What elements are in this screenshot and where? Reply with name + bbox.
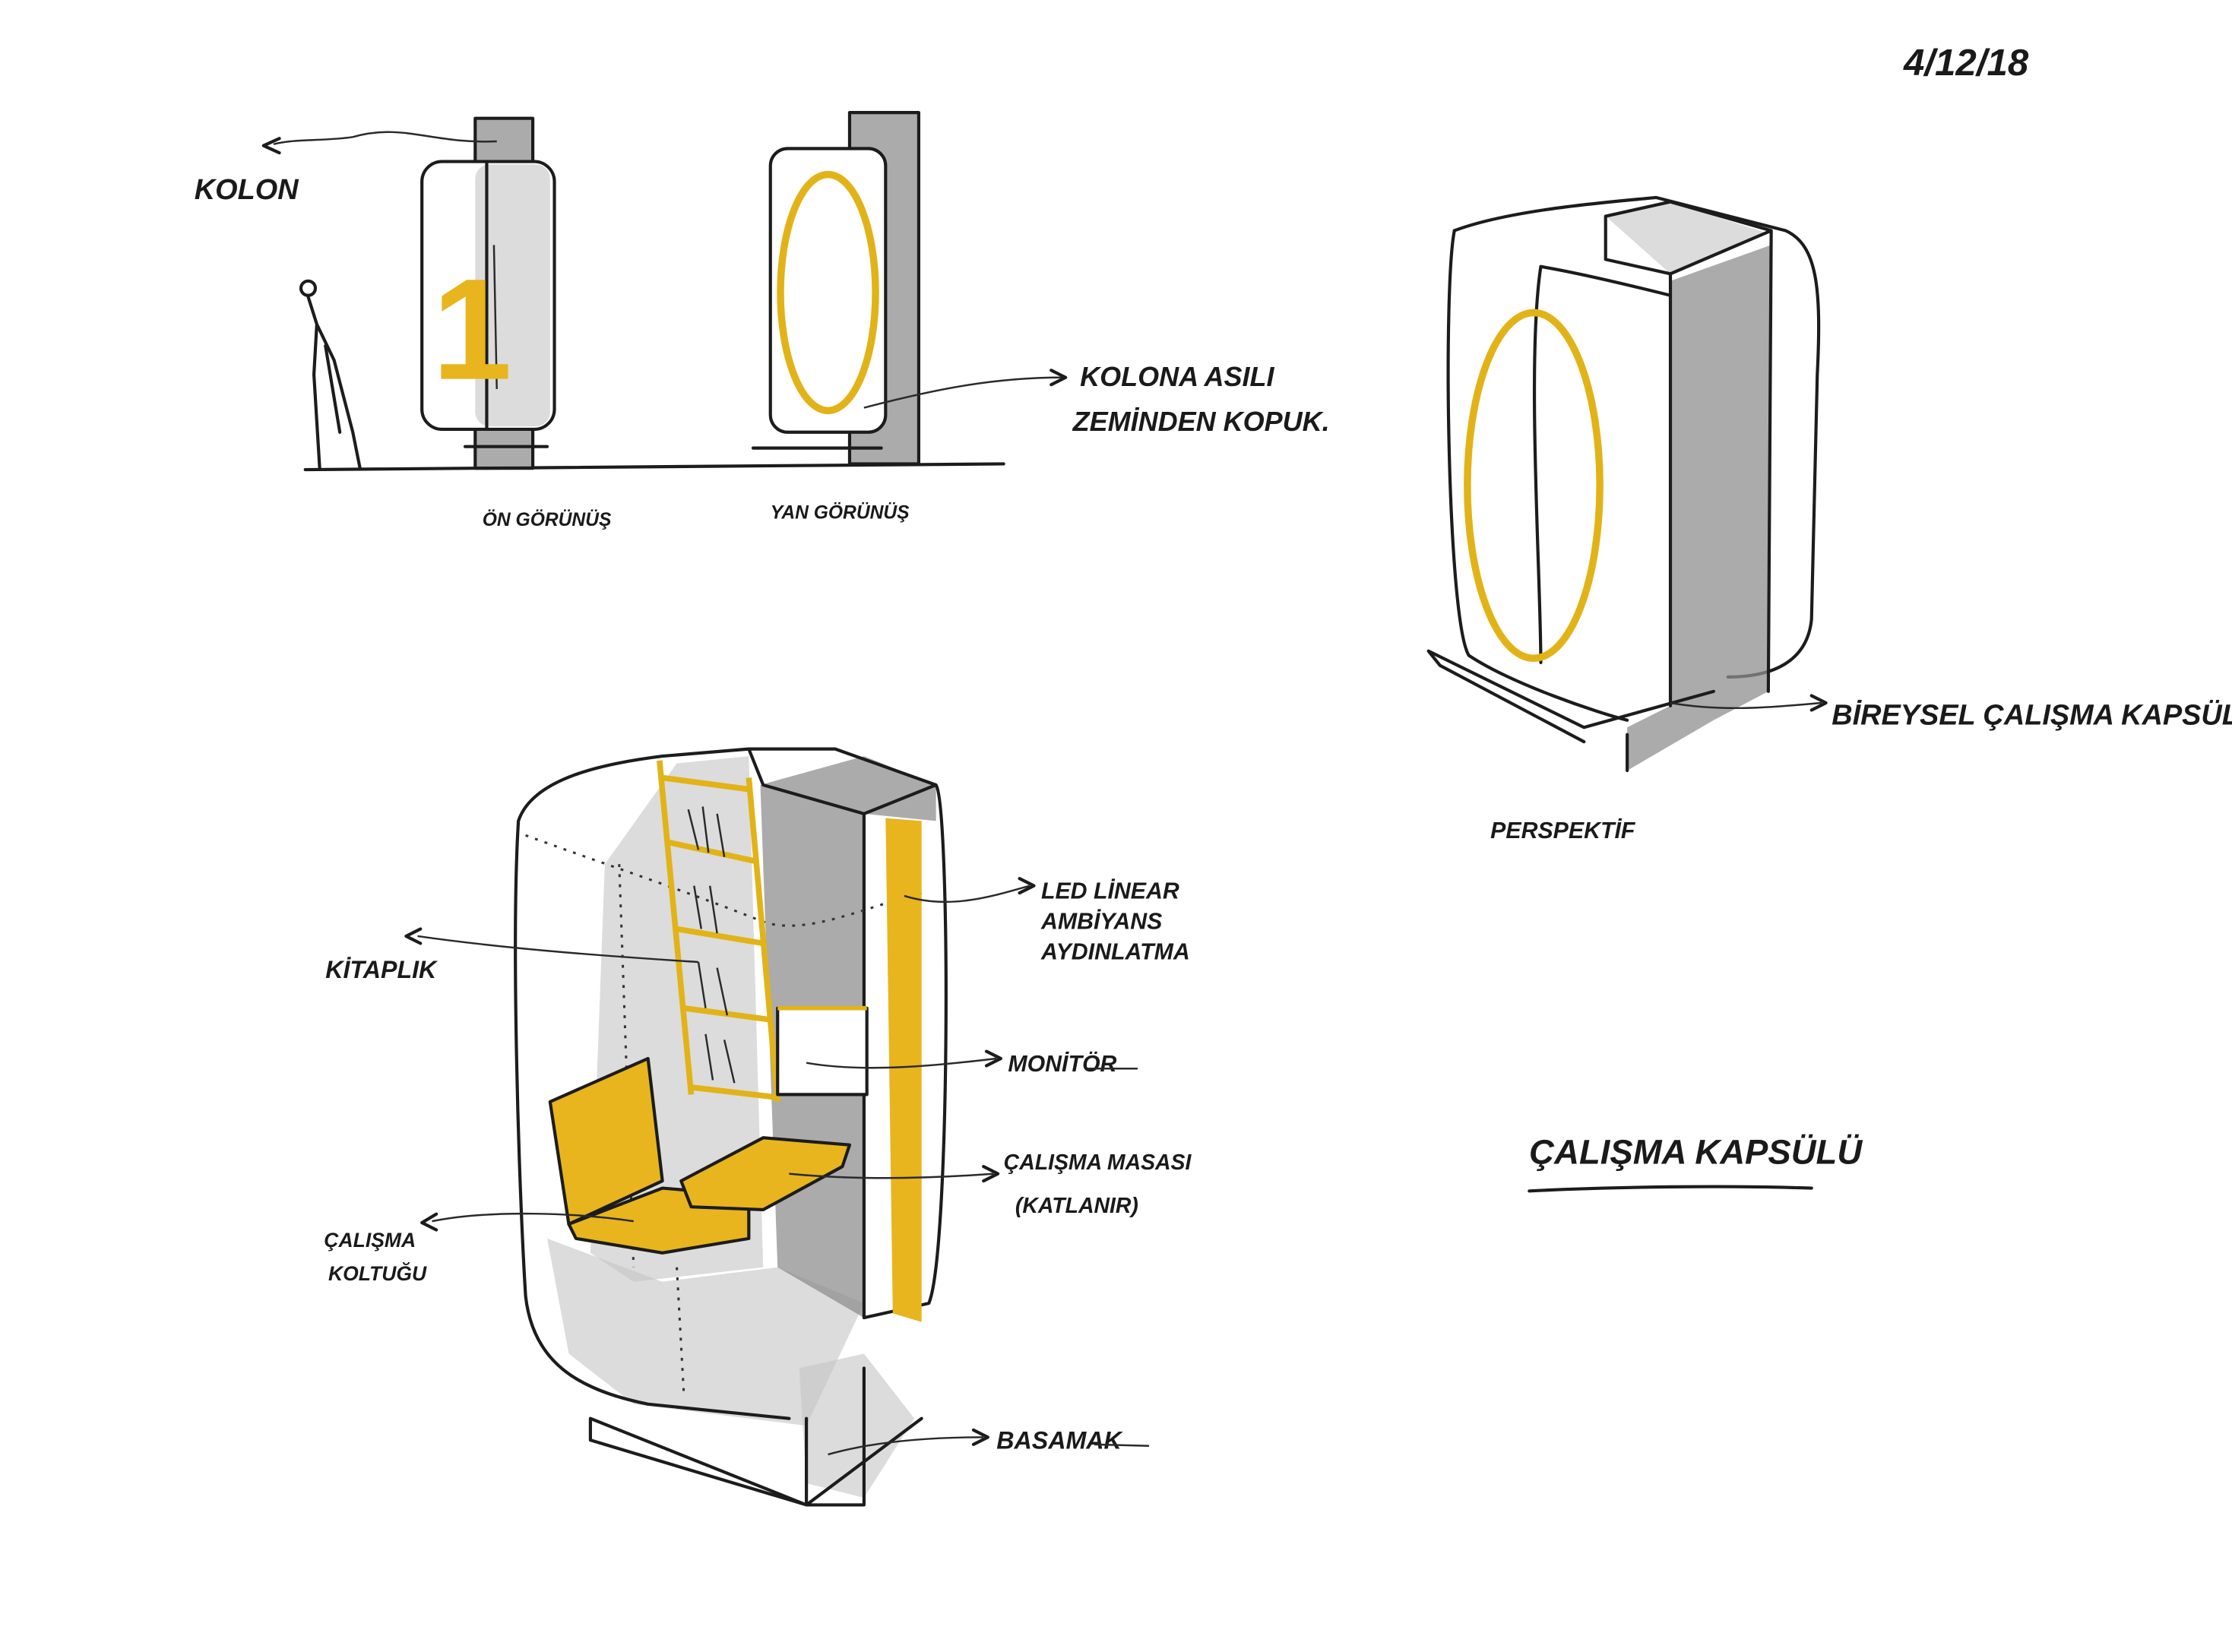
title-underline [1528,1185,1813,1193]
side-view-label: YAN GÖRÜNÜŞ [771,502,910,523]
led-line2: AMBİYANS [1040,909,1162,934]
monitor [776,1005,869,1097]
bookshelf-leader [417,935,699,964]
led-leader [904,885,1031,904]
chair-backrest [549,1059,663,1224]
note-line1: KOLONA ASILI [1080,361,1274,392]
front-elevation: 1 KOLON ÖN GÖRÜNÜŞ [195,116,1005,530]
chair-line1: ÇALIŞMA [324,1229,416,1252]
chair-line2: KOLTUĞU [328,1262,427,1285]
column-label: KOLON [195,174,299,206]
perspective-view: BİREYSEL ÇALIŞMA KAPSÜLÜ PERSPEKTİF [1426,195,2232,843]
human-figure [299,279,362,470]
capsule-side-panel [768,147,888,434]
desk-line1: ÇALIŞMA MASASI [1004,1150,1192,1175]
bookshelf-label: KİTAPLIK [325,956,438,983]
chair-leader [432,1212,634,1223]
note-line2: ZEMİNDEN KOPUK. [1072,406,1330,437]
perspective-label: PERSPEKTİF [1490,818,1636,843]
interior-view: KİTAPLIK LED LİNEAR AMBİYANS AYDINLATMA … [324,747,1192,1507]
oval-window [777,170,879,415]
note-leader [863,376,1063,409]
step-leader [828,1436,984,1456]
desk-leader [789,1173,994,1179]
column-leader [273,131,497,145]
date: 4/12/18 [1903,42,2029,84]
capsule-number: 1 [432,249,511,410]
oval-window [1464,309,1604,662]
monitor-label: MONİTÖR [1008,1052,1116,1077]
sheet-title: ÇALIŞMA KAPSÜLÜ [1529,1132,1863,1171]
step-label: BASAMAK [996,1427,1123,1454]
front-view-label: ÖN GÖRÜNÜŞ [483,510,612,530]
bookshelf [657,760,780,1103]
led-strip [885,818,922,1322]
led-line1: LED LİNEAR [1041,879,1179,904]
perspective-callout: BİREYSEL ÇALIŞMA KAPSÜLÜ [1832,698,2232,731]
folding-desk [681,1138,850,1210]
perspective-leader [1670,701,1822,710]
led-line3: AYDINLATMA [1040,939,1190,964]
side-elevation: KOLONA ASILI ZEMİNDEN KOPUK. YAN GÖRÜNÜŞ [751,111,1330,523]
monitor-leader [806,1057,997,1069]
desk-line2: (KATLANIR) [1015,1194,1138,1218]
